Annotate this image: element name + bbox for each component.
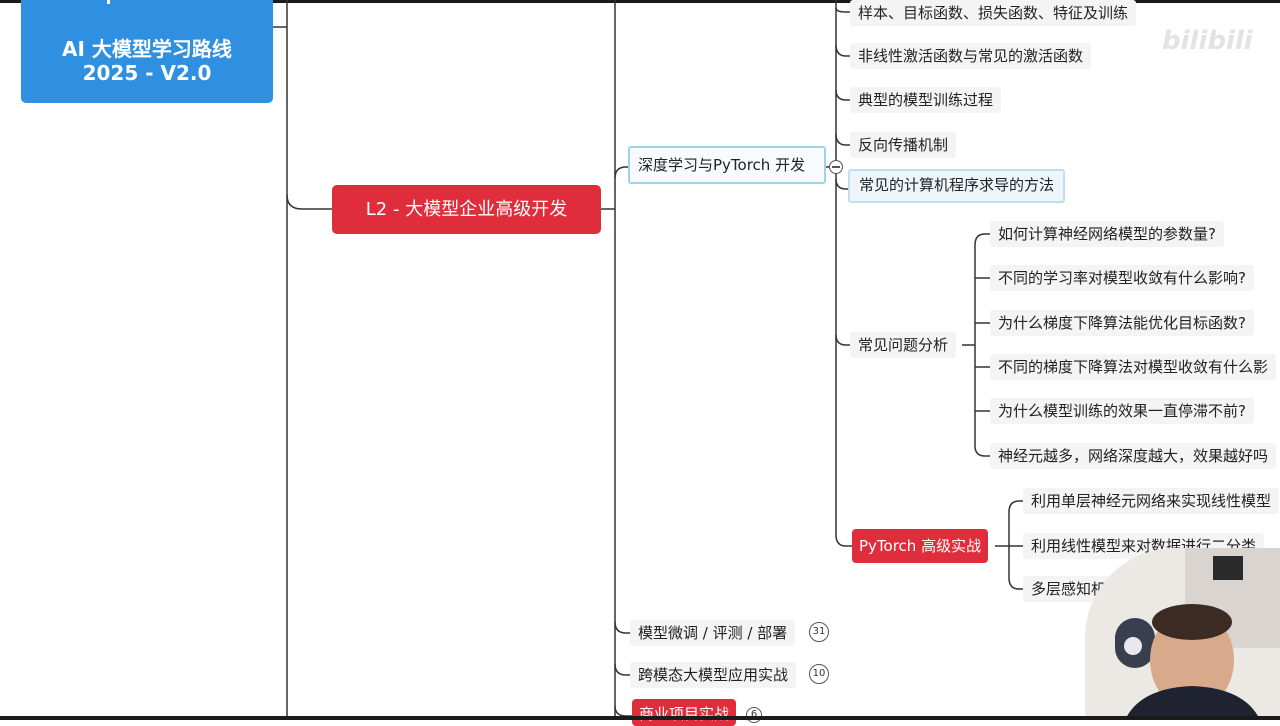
child-count-badge[interactable]: 31 (809, 622, 829, 642)
dl-child-activation[interactable]: 非线性激活函数与常见的激活函数 (850, 43, 1092, 69)
window-top-edge (0, 0, 1280, 3)
collapse-toggle-icon[interactable] (829, 160, 843, 174)
dl-child-derivative-selected[interactable]: 常见的计算机程序求导的方法 (848, 169, 1066, 203)
pytorch-item-label: 利用单层神经元网络来实现线性模型 (1031, 492, 1272, 510)
sibling-label: 模型微调 / 评测 / 部署 (638, 624, 788, 642)
pytorch-item[interactable]: 利用单层神经元网络来实现线性模型 (1023, 488, 1280, 514)
qa-item[interactable]: 为什么模型训练的效果一直停滞不前? (990, 398, 1254, 424)
sibling-node-project[interactable]: 商业项目实战 (632, 699, 737, 726)
l2-label: L2 - 大模型企业高级开发 (365, 199, 568, 220)
qa-item-label: 不同的学习率对模型收敛有什么影响? (998, 269, 1246, 287)
pytorch-node[interactable]: PyTorch 高级实战 (852, 529, 989, 563)
dl-child-label: 反向传播机制 (858, 136, 949, 154)
sibling-label: 商业项目实战 (639, 705, 730, 723)
dl-child-label: 常见的计算机程序求导的方法 (859, 176, 1055, 194)
dl-child-label: 典型的模型训练过程 (858, 91, 994, 109)
webcam-overlay (1085, 548, 1280, 720)
root-node[interactable]: AI 大模型学习路线 2025 - V2.0 (21, 0, 273, 103)
qa-item[interactable]: 为什么梯度下降算法能优化目标函数? (990, 310, 1254, 336)
dl-child-label: 非线性激活函数与常见的激活函数 (858, 47, 1084, 65)
qa-item-label: 不同的梯度下降算法对模型收敛有什么影 (998, 358, 1269, 376)
badge-count: 6 (750, 709, 758, 720)
qa-label: 常见问题分析 (858, 336, 949, 354)
qa-item-label: 为什么模型训练的效果一直停滞不前? (998, 402, 1246, 420)
child-count-badge[interactable]: 6 (746, 707, 762, 723)
badge-count: 31 (812, 626, 826, 637)
deep-learning-node[interactable]: 深度学习与PyTorch 开发 (628, 146, 826, 184)
dl-child-samples[interactable]: 样本、目标函数、损失函数、特征及训练 (850, 0, 1137, 26)
sibling-node-finetune[interactable]: 模型微调 / 评测 / 部署 (630, 620, 796, 646)
root-version: 2025 - V2.0 (82, 61, 212, 85)
dl-child-label: 样本、目标函数、损失函数、特征及训练 (858, 4, 1129, 22)
deep-learning-label: 深度学习与PyTorch 开发 (638, 156, 806, 174)
qa-item[interactable]: 不同的梯度下降算法对模型收敛有什么影 (990, 354, 1277, 380)
qa-item-label: 神经元越多，网络深度越大，效果越好吗 (998, 447, 1269, 465)
root-title: AI 大模型学习路线 (62, 37, 232, 61)
qa-item-label: 为什么梯度下降算法能优化目标函数? (998, 314, 1246, 332)
badge-count: 10 (812, 668, 826, 679)
qa-item[interactable]: 如何计算神经网络模型的参数量? (990, 221, 1224, 247)
qa-item[interactable]: 不同的学习率对模型收敛有什么影响? (990, 265, 1254, 291)
qa-item-label: 如何计算神经网络模型的参数量? (998, 225, 1216, 243)
window-bottom-edge (0, 716, 1280, 720)
logo-fragment-icon (107, 0, 110, 4)
dl-child-backprop[interactable]: 反向传播机制 (850, 132, 957, 158)
bilibili-watermark: bilibili (1162, 26, 1253, 56)
sibling-label: 跨模态大模型应用实战 (638, 666, 789, 684)
pytorch-label: PyTorch 高级实战 (859, 537, 982, 555)
qa-item[interactable]: 神经元越多，网络深度越大，效果越好吗 (990, 443, 1277, 469)
dl-child-training[interactable]: 典型的模型训练过程 (850, 87, 1002, 113)
qa-node[interactable]: 常见问题分析 (850, 332, 957, 358)
child-count-badge[interactable]: 10 (809, 664, 829, 684)
sibling-node-multimodal[interactable]: 跨模态大模型应用实战 (630, 662, 797, 688)
presenter-video-icon (1085, 548, 1280, 720)
l2-node[interactable]: L2 - 大模型企业高级开发 (332, 185, 601, 234)
